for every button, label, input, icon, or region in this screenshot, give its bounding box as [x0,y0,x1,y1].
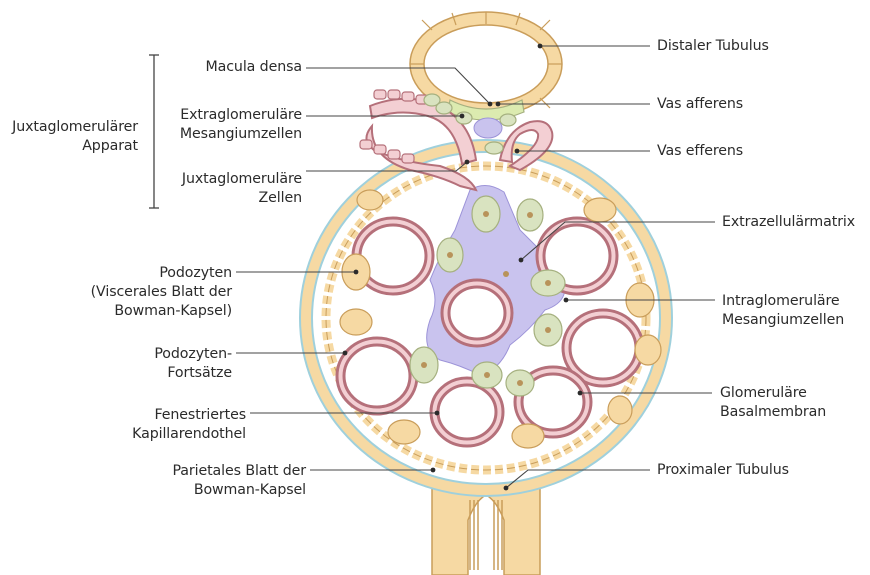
label-vas-afferens: Vas afferens [657,95,743,114]
label-podozyten-fortsaetze: Podozyten-Fortsätze [154,345,232,383]
juxta-bracket [149,55,159,208]
label-vas-efferens: Vas efferens [657,142,743,161]
label-distaler-tubulus: Distaler Tubulus [657,37,769,56]
label-proximaler-tubulus: Proximaler Tubulus [657,461,789,480]
label-macula-densa: Macula densa [206,58,303,77]
label-extrazellularmatrix: Extrazellulärmatrix [722,213,855,232]
proximal-tubulus [432,488,540,575]
